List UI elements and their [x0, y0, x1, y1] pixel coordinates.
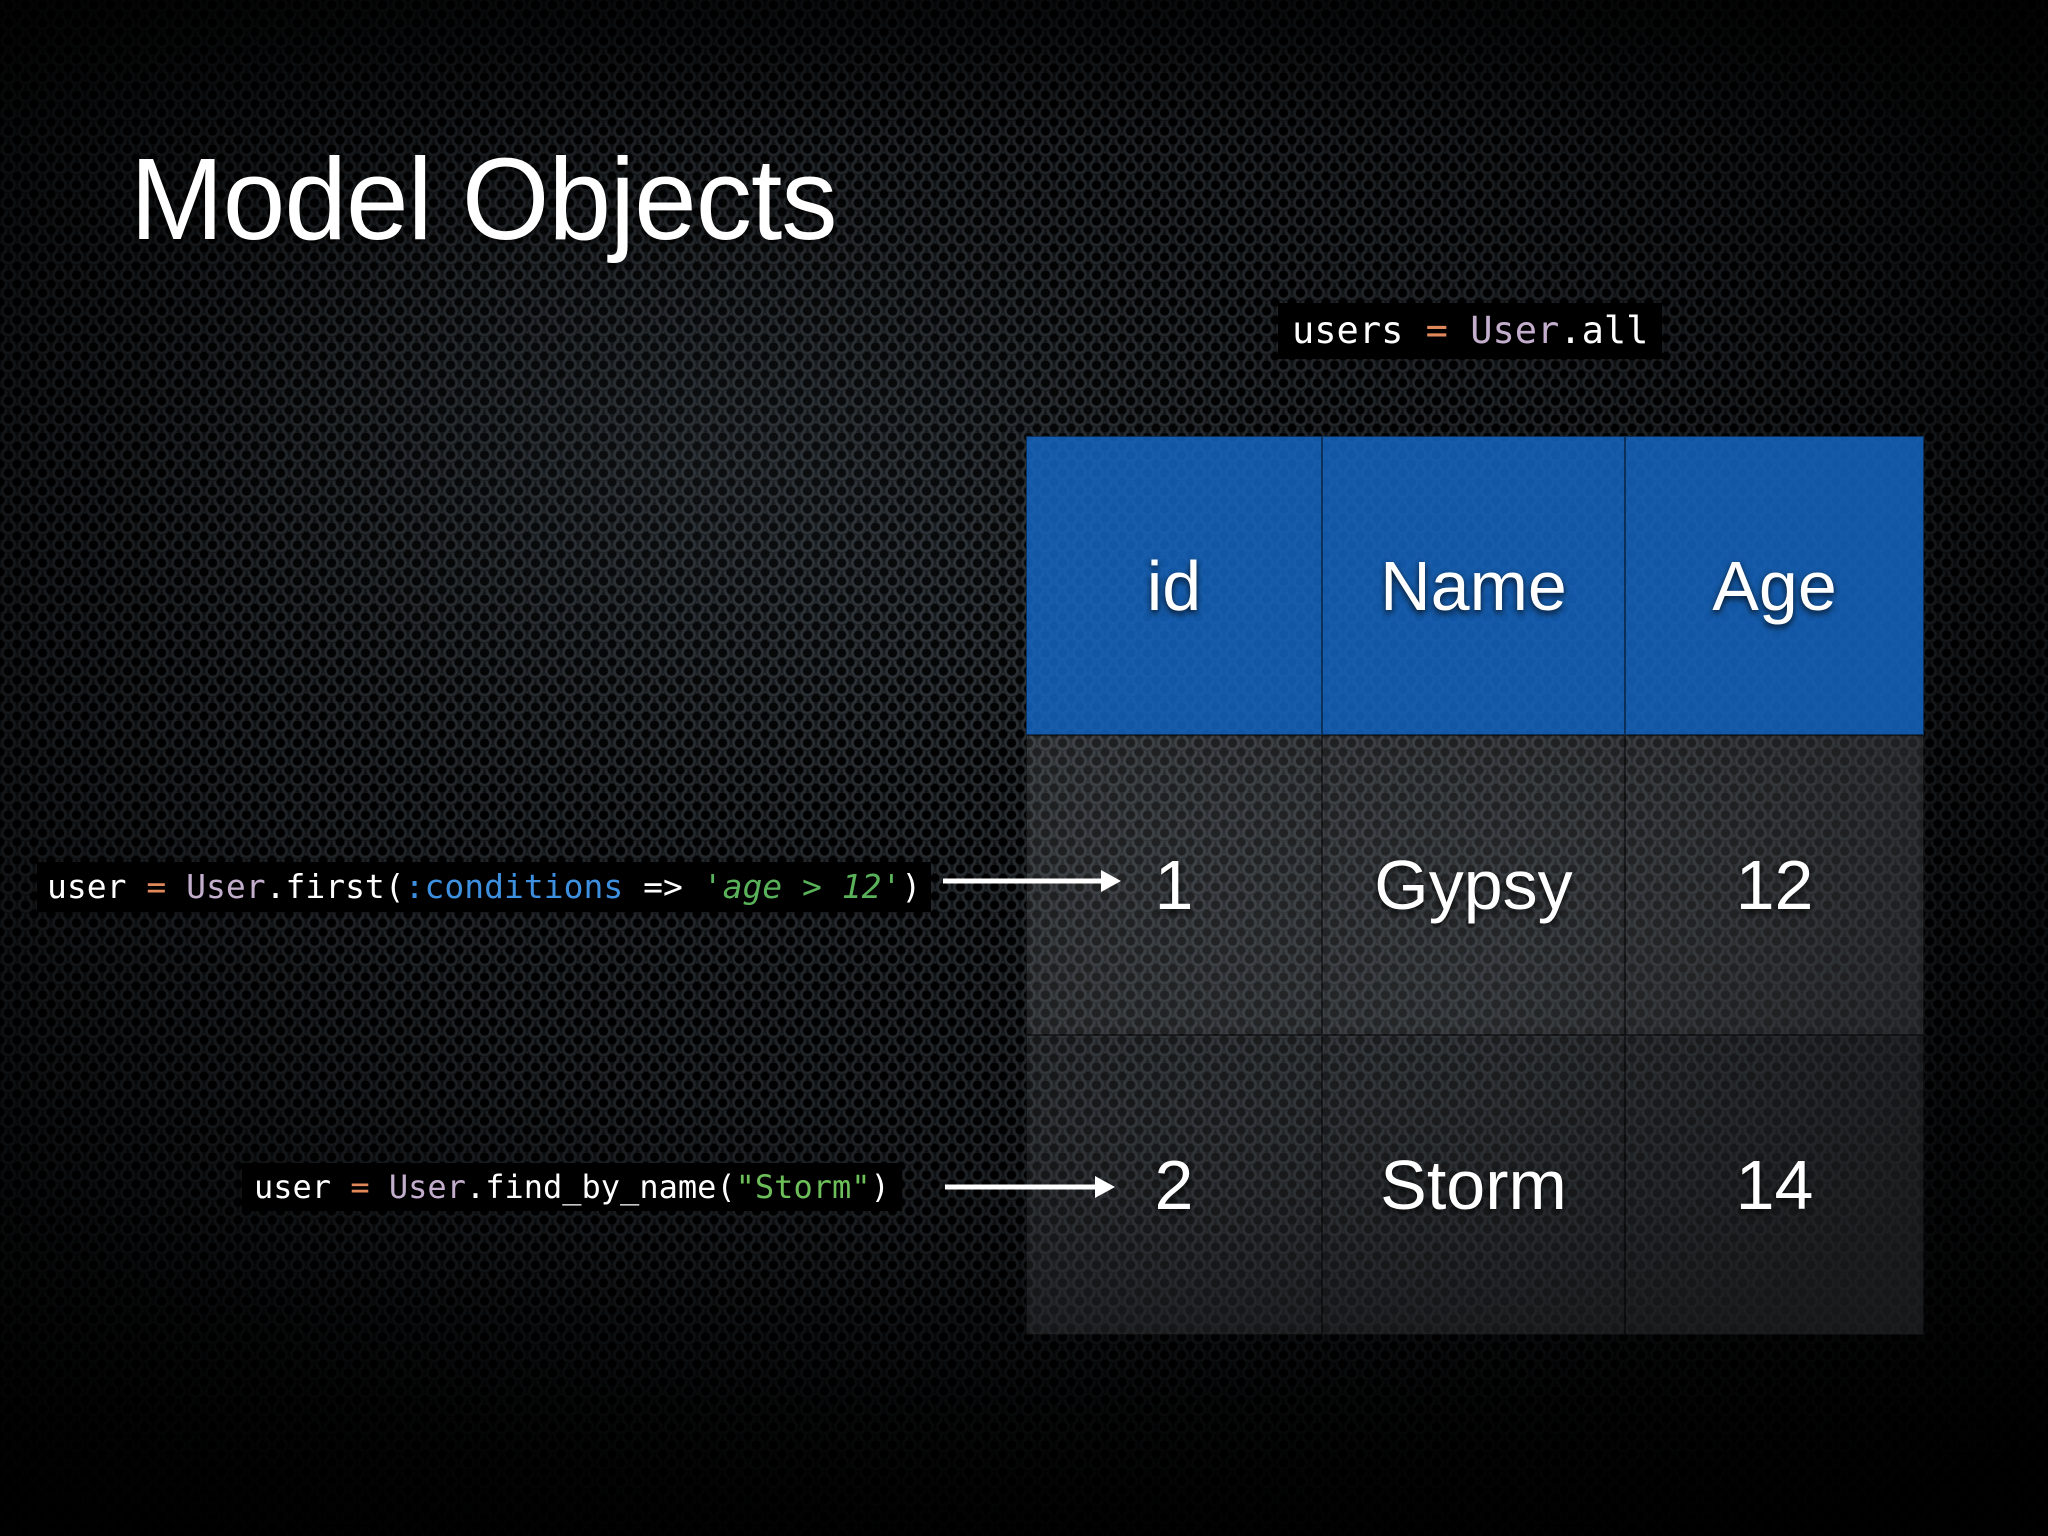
code-token-plain: users: [1292, 309, 1404, 352]
code-token-string: 'age > 12': [702, 867, 902, 906]
table-cell-row2-id: 2: [1026, 1035, 1322, 1335]
code-token-plain: user: [254, 1168, 332, 1206]
code-token-plain: [166, 867, 186, 906]
code-token-const: User: [186, 867, 266, 906]
code-token-symbol: :conditions: [404, 867, 624, 906]
code-token-plain: user: [47, 867, 127, 906]
code-token-plain: .find_by_name(: [465, 1168, 736, 1206]
code-token-op: =: [350, 1168, 370, 1206]
code-token-plain: ): [901, 867, 922, 906]
table-cell-row1-id: 1: [1026, 735, 1322, 1035]
code-token-plain: [126, 867, 146, 906]
code-token-plain: [1448, 309, 1470, 352]
code-token-plain: [331, 1168, 350, 1206]
code-snippet-find-by-name: user = User.find_by_name("Storm"): [242, 1163, 902, 1211]
page-title: Model Objects: [130, 134, 838, 264]
code-token-string-plain: "Storm": [735, 1168, 871, 1206]
table-cell-row2-age: 14: [1625, 1035, 1924, 1335]
table-header-cell-name: Name: [1322, 436, 1625, 735]
code-token-plain: [370, 1168, 389, 1206]
table-cell-row2-name: Storm: [1322, 1035, 1625, 1335]
code-token-op: =: [1425, 309, 1448, 352]
table-cell-row1-name: Gypsy: [1322, 735, 1625, 1035]
table-cell-row1-age: 12: [1625, 735, 1924, 1035]
code-snippet-users-all: users = User.all: [1278, 303, 1663, 359]
code-token-plain: ): [870, 1168, 890, 1206]
code-token-plain: [1403, 309, 1425, 352]
arrow-first-to-row1: [943, 866, 1121, 896]
code-token-plain: =>: [623, 867, 703, 906]
arrow-findbyname-to-row2: [945, 1172, 1115, 1202]
code-token-plain: .first(: [265, 867, 405, 906]
table-header-cell-age: Age: [1625, 436, 1924, 735]
table-header-cell-id: id: [1026, 436, 1322, 735]
users-table: id Name Age 1 Gypsy 12 2 Storm 14: [1026, 436, 1924, 1335]
code-token-const: User: [388, 1168, 466, 1206]
code-token-const: User: [1470, 309, 1560, 352]
code-token-op: =: [146, 867, 167, 906]
code-token-plain: .all: [1559, 309, 1649, 352]
code-snippet-first-conditions: user = User.first(:conditions => 'age > …: [37, 862, 932, 912]
